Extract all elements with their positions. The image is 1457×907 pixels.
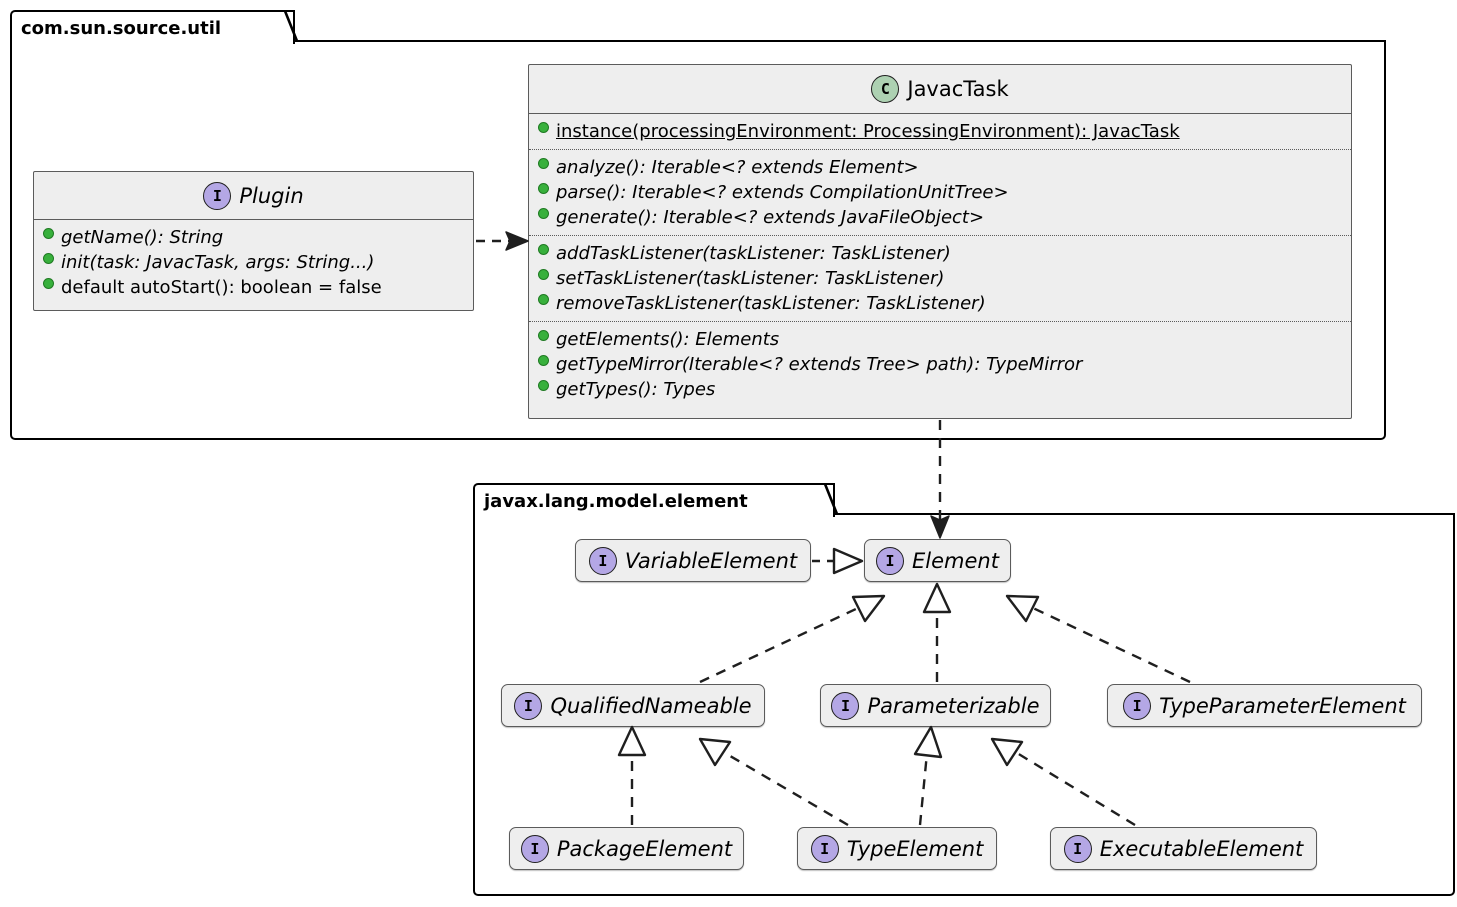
package-tab-slant bbox=[816, 483, 838, 515]
interface-label: ExecutableElement bbox=[1099, 836, 1304, 861]
package-name-label: javax.lang.model.element bbox=[484, 490, 748, 512]
public-visibility-icon bbox=[538, 208, 549, 219]
class-javactask-section-static: instance(processingEnvironment: Processi… bbox=[529, 114, 1351, 149]
public-visibility-icon bbox=[538, 244, 549, 255]
public-visibility-icon bbox=[43, 278, 54, 289]
package-tab-slant bbox=[276, 10, 298, 42]
interface-stereotype-icon: I bbox=[810, 834, 839, 863]
class-stereotype-icon: C bbox=[871, 75, 900, 103]
class-javactask-header: C JavacTask bbox=[529, 65, 1351, 114]
interface-stereotype-icon: I bbox=[588, 546, 617, 575]
member-label: init(task: JavacTask, args: String...) bbox=[61, 252, 375, 273]
interface-element[interactable]: I Element bbox=[864, 539, 1011, 582]
package-tab-com-sun-source-util: com.sun.source.util bbox=[10, 10, 295, 44]
class-plugin-title: Plugin bbox=[239, 183, 304, 208]
interface-typeelement[interactable]: I TypeElement bbox=[797, 827, 997, 870]
member-row[interactable]: addTaskListener(taskListener: TaskListen… bbox=[529, 241, 1351, 266]
interface-parameterizable[interactable]: I Parameterizable bbox=[820, 684, 1051, 727]
member-row[interactable]: init(task: JavacTask, args: String...) bbox=[34, 250, 473, 275]
interface-label: Parameterizable bbox=[867, 693, 1040, 718]
interface-label: VariableElement bbox=[624, 548, 798, 573]
member-row[interactable]: getName(): String bbox=[34, 225, 473, 250]
member-label: getTypeMirror(Iterable<? extends Tree> p… bbox=[556, 354, 1083, 375]
class-javactask-section-listeners: addTaskListener(taskListener: TaskListen… bbox=[529, 235, 1351, 321]
class-plugin-section-methods: getName(): String init(task: JavacTask, … bbox=[34, 220, 473, 305]
interface-executableelement[interactable]: I ExecutableElement bbox=[1050, 827, 1317, 870]
class-javactask-section-compile: analyze(): Iterable<? extends Element> p… bbox=[529, 149, 1351, 235]
public-visibility-icon bbox=[538, 158, 549, 169]
public-visibility-icon bbox=[538, 380, 549, 391]
interface-variableelement[interactable]: I VariableElement bbox=[575, 539, 811, 582]
public-visibility-icon bbox=[538, 330, 549, 341]
package-name-label: com.sun.source.util bbox=[21, 17, 222, 39]
public-visibility-icon bbox=[538, 294, 549, 305]
package-tab-javax-lang-model-element: javax.lang.model.element bbox=[473, 483, 835, 517]
member-row[interactable]: getTypeMirror(Iterable<? extends Tree> p… bbox=[529, 352, 1351, 377]
member-label: default autoStart(): boolean = false bbox=[61, 277, 382, 298]
interface-label: QualifiedNameable bbox=[550, 693, 752, 718]
member-row[interactable]: generate(): Iterable<? extends JavaFileO… bbox=[529, 205, 1351, 230]
member-label: generate(): Iterable<? extends JavaFileO… bbox=[556, 207, 985, 228]
member-row[interactable]: setTaskListener(taskListener: TaskListen… bbox=[529, 266, 1351, 291]
interface-label: TypeParameterElement bbox=[1159, 693, 1406, 718]
class-plugin[interactable]: I Plugin getName(): String init(task: Ja… bbox=[33, 171, 474, 311]
member-row[interactable]: getTypes(): Types bbox=[529, 377, 1351, 402]
public-visibility-icon bbox=[538, 183, 549, 194]
interface-stereotype-icon: I bbox=[520, 834, 549, 863]
interface-stereotype-icon: I bbox=[1123, 691, 1152, 720]
class-javactask[interactable]: C JavacTask instance(processingEnvironme… bbox=[528, 64, 1352, 419]
member-label: addTaskListener(taskListener: TaskListen… bbox=[556, 243, 951, 264]
interface-packageelement[interactable]: I PackageElement bbox=[509, 827, 744, 870]
interface-stereotype-icon: I bbox=[203, 181, 232, 210]
member-label: getName(): String bbox=[61, 227, 224, 248]
member-row[interactable]: parse(): Iterable<? extends CompilationU… bbox=[529, 180, 1351, 205]
member-row[interactable]: analyze(): Iterable<? extends Element> bbox=[529, 155, 1351, 180]
public-visibility-icon bbox=[538, 122, 549, 133]
member-label: setTaskListener(taskListener: TaskListen… bbox=[556, 268, 945, 289]
interface-stereotype-icon: I bbox=[831, 691, 860, 720]
member-row[interactable]: removeTaskListener(taskListener: TaskLis… bbox=[529, 291, 1351, 316]
class-plugin-header: I Plugin bbox=[34, 172, 473, 220]
interface-label: Element bbox=[912, 548, 999, 573]
public-visibility-icon bbox=[43, 253, 54, 264]
member-label: analyze(): Iterable<? extends Element> bbox=[556, 157, 919, 178]
member-label: removeTaskListener(taskListener: TaskLis… bbox=[556, 293, 986, 314]
member-label: getElements(): Elements bbox=[556, 329, 780, 350]
interface-stereotype-icon: I bbox=[876, 546, 905, 575]
public-visibility-icon bbox=[538, 355, 549, 366]
package-body-com-sun-source-util bbox=[10, 40, 1386, 440]
public-visibility-icon bbox=[538, 269, 549, 280]
member-row[interactable]: default autoStart(): boolean = false bbox=[34, 275, 473, 300]
interface-qualifiednameable[interactable]: I QualifiedNameable bbox=[501, 684, 765, 727]
class-javactask-section-model: getElements(): Elements getTypeMirror(It… bbox=[529, 321, 1351, 407]
interface-stereotype-icon: I bbox=[1063, 834, 1092, 863]
interface-stereotype-icon: I bbox=[514, 691, 543, 720]
interface-label: PackageElement bbox=[556, 836, 733, 861]
interface-label: TypeElement bbox=[846, 836, 984, 861]
package-body-javax-lang-model-element bbox=[473, 513, 1455, 896]
public-visibility-icon bbox=[43, 228, 54, 239]
member-row[interactable]: getElements(): Elements bbox=[529, 327, 1351, 352]
member-label: getTypes(): Types bbox=[556, 379, 716, 400]
member-row[interactable]: instance(processingEnvironment: Processi… bbox=[529, 119, 1351, 144]
member-label: parse(): Iterable<? extends CompilationU… bbox=[556, 182, 1009, 203]
package-com-sun-source-util: com.sun.source.util bbox=[10, 10, 1386, 440]
member-label: instance(processingEnvironment: Processi… bbox=[556, 121, 1180, 142]
class-javactask-title: JavacTask bbox=[907, 77, 1009, 101]
package-javax-lang-model-element: javax.lang.model.element bbox=[473, 483, 1455, 896]
interface-typeparameterelement[interactable]: I TypeParameterElement bbox=[1107, 684, 1422, 727]
